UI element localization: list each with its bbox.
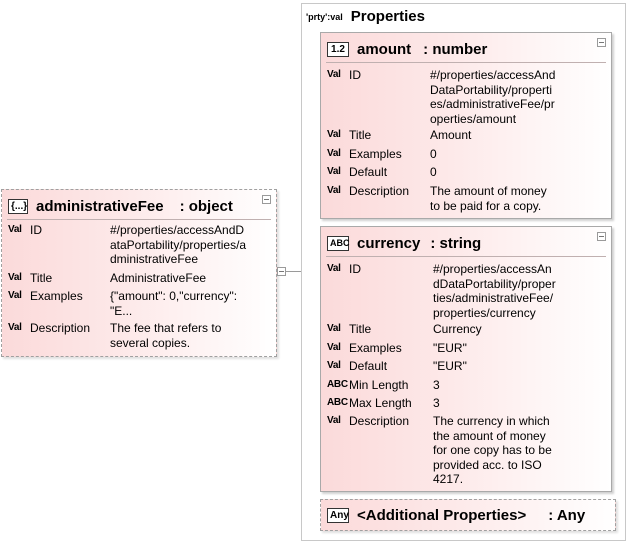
prop-name: Examples: [30, 289, 83, 303]
prop-name: Title: [30, 271, 53, 285]
val-icon: Val: [327, 342, 341, 353]
properties-title: Properties: [350, 8, 425, 25]
prop-value: 3: [433, 396, 440, 410]
prop-value: "EUR": [433, 359, 467, 373]
node-type: : number: [423, 40, 488, 58]
prop-name: Default: [349, 359, 388, 373]
string-icon: ABC: [327, 235, 350, 251]
prop-value: {"amount": 0,"currency": "E...: [110, 289, 238, 318]
prop-value: "EUR": [433, 341, 467, 355]
node-header: Any <Additional Properties> : Any: [327, 505, 585, 525]
prop-value: Currency: [433, 322, 482, 336]
prop-name: ID: [30, 223, 42, 237]
prop-name: ID: [349, 68, 361, 82]
val-icon: Val: [8, 290, 22, 301]
node-type: : Any: [548, 506, 586, 524]
prop-name: Description: [30, 321, 91, 335]
prop-name: Description: [349, 184, 410, 198]
prop-name: Title: [349, 322, 372, 336]
prop-name: Title: [349, 128, 372, 142]
collapse-icon[interactable]: [597, 232, 606, 241]
prop-value: #/properties/accessAnd DataPortability/p…: [430, 68, 556, 126]
val-icon: Val: [8, 224, 22, 235]
node-header: 1.2 amount : number: [327, 39, 487, 59]
divider: [326, 256, 606, 257]
divider: [326, 62, 606, 63]
node-additional-properties[interactable]: Any <Additional Properties> : Any: [320, 499, 616, 531]
object-icon: {...}: [8, 198, 28, 214]
prop-name: Max Length: [349, 396, 412, 410]
node-name: amount: [357, 40, 412, 58]
val-icon: Val: [8, 272, 22, 283]
val-icon: Val: [327, 69, 341, 80]
properties-badge: 'prty':val: [306, 11, 343, 22]
node-administrativefee[interactable]: {...} administrativeFee : object Val ID …: [1, 189, 277, 357]
node-name: administrativeFee: [36, 197, 164, 215]
node-name: <Additional Properties>: [357, 506, 527, 524]
node-type: : object: [179, 197, 233, 215]
prop-value: 0: [430, 165, 437, 179]
expand-toggle-icon[interactable]: [277, 267, 286, 276]
node-header: ABC currency : string: [327, 233, 481, 253]
prop-name: Default: [349, 165, 388, 179]
node-currency[interactable]: ABC currency : string Val ID #/propertie…: [320, 226, 612, 492]
prop-value: The fee that refers to several copies.: [110, 321, 222, 350]
val-icon: Val: [327, 185, 341, 196]
prop-name: ID: [349, 262, 361, 276]
prop-value: The amount of money to be paid for a cop…: [430, 184, 547, 213]
node-header: {...} administrativeFee : object: [8, 196, 233, 216]
prop-value: The currency in which the amount of mone…: [433, 414, 552, 486]
node-amount[interactable]: 1.2 amount : number Val ID #/properties/…: [320, 32, 612, 219]
val-icon: Val: [327, 323, 341, 334]
divider: [7, 219, 271, 220]
val-icon: Val: [327, 148, 341, 159]
val-icon: Val: [327, 415, 341, 426]
properties-header: 'prty':val Properties: [306, 8, 425, 25]
prop-name: Description: [349, 414, 410, 428]
node-type: : string: [430, 234, 482, 252]
val-icon: Val: [327, 360, 341, 371]
prop-value: Amount: [430, 128, 472, 142]
val-icon: Val: [327, 263, 341, 274]
collapse-icon[interactable]: [262, 195, 271, 204]
prop-name: Examples: [349, 147, 402, 161]
node-name: currency: [357, 234, 421, 252]
abc-icon: ABC: [327, 379, 348, 390]
prop-value: #/properties/accessAn dDataPortability/p…: [433, 262, 556, 320]
prop-value: AdministrativeFee: [110, 271, 207, 285]
connector-root-to-container: [280, 271, 301, 272]
abc-icon: ABC: [327, 397, 348, 408]
number-icon: 1.2: [327, 41, 349, 57]
val-icon: Val: [327, 129, 341, 140]
prop-value: #/properties/accessAndD ataPortability/p…: [110, 223, 247, 266]
prop-value: 3: [433, 378, 440, 392]
prop-name: Examples: [349, 341, 402, 355]
prop-name: Min Length: [349, 378, 409, 392]
val-icon: Val: [327, 166, 341, 177]
collapse-icon[interactable]: [597, 38, 606, 47]
val-icon: Val: [8, 322, 22, 333]
prop-value: 0: [430, 147, 437, 161]
any-icon: Any: [327, 507, 349, 523]
